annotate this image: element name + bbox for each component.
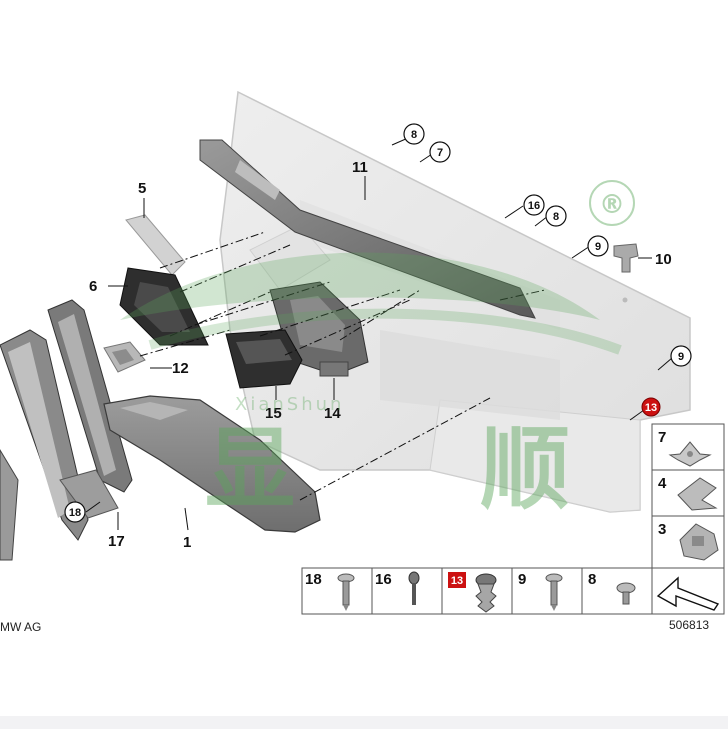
callout-8a: 8 (411, 129, 417, 141)
callout-9b: 9 (678, 351, 684, 363)
bottom-legend-label-16: 16 (375, 571, 392, 588)
clip-icon (613, 243, 639, 273)
callouts: 1 5 6 7 8 8 9 9 10 11 12 13 14 15 16 17 … (64, 123, 692, 551)
callout-1: 1 (183, 534, 191, 551)
arrow-icon (656, 576, 720, 611)
bottom-legend: 18 16 13 9 8 (301, 567, 725, 615)
bottom-strip (0, 716, 728, 729)
callout-5: 5 (138, 180, 146, 197)
bottom-legend-label-8: 8 (588, 571, 596, 588)
side-legend-label-7: 7 (658, 429, 666, 446)
clip-bracket-icon (103, 341, 146, 373)
callout-17: 17 (108, 533, 125, 550)
watermark-symbol: ® (599, 190, 625, 220)
handle-bezel-icon (119, 267, 209, 346)
watermark-char-1: 显 (205, 417, 295, 522)
callout-7: 7 (437, 147, 443, 159)
bottom-legend-label-9: 9 (518, 571, 526, 588)
bottom-legend-label-18: 18 (305, 571, 322, 588)
storage-pocket-icon (225, 329, 303, 389)
watermark-latin: XianShun (235, 394, 344, 415)
diagram-number: 506813 (669, 618, 709, 632)
callout-14: 14 (324, 405, 341, 422)
copyright-text: MW AG (0, 620, 41, 634)
callout-11: 11 (352, 159, 368, 176)
side-legend: 7 4 3 (651, 423, 725, 570)
short-screw-icon (616, 582, 636, 605)
callout-6: 6 (89, 278, 97, 295)
watermark: ® XianShun 显 顺 (120, 180, 635, 522)
cover-cap-icon (125, 214, 186, 276)
trim-strip-icon (199, 139, 536, 319)
long-trim-strip-icon (0, 299, 133, 561)
assembly-lines (139, 231, 546, 501)
side-legend-label-4: 4 (658, 475, 667, 492)
armrest-icon (103, 395, 321, 533)
side-legend-label-3: 3 (658, 521, 666, 538)
bottom-legend-label-13: 13 (451, 575, 463, 587)
grommet-icon (408, 571, 420, 605)
leader-lines (85, 137, 673, 531)
callout-16: 16 (528, 200, 540, 212)
callout-10: 10 (655, 251, 672, 268)
callout-12: 12 (172, 360, 189, 377)
callout-9a: 9 (595, 241, 601, 253)
fir-tree-clip-icon (475, 573, 497, 613)
screw-icon (545, 573, 563, 611)
callout-13: 13 (645, 402, 657, 414)
callout-18: 18 (69, 507, 81, 519)
push-nut-icon (668, 441, 712, 467)
callout-15: 15 (265, 405, 282, 422)
expanding-clip-icon (679, 523, 719, 561)
spring-clip-icon (677, 477, 718, 511)
callout-8b: 8 (553, 211, 559, 223)
watermark-char-2: 顺 (480, 417, 570, 522)
screw-icon (337, 573, 355, 611)
